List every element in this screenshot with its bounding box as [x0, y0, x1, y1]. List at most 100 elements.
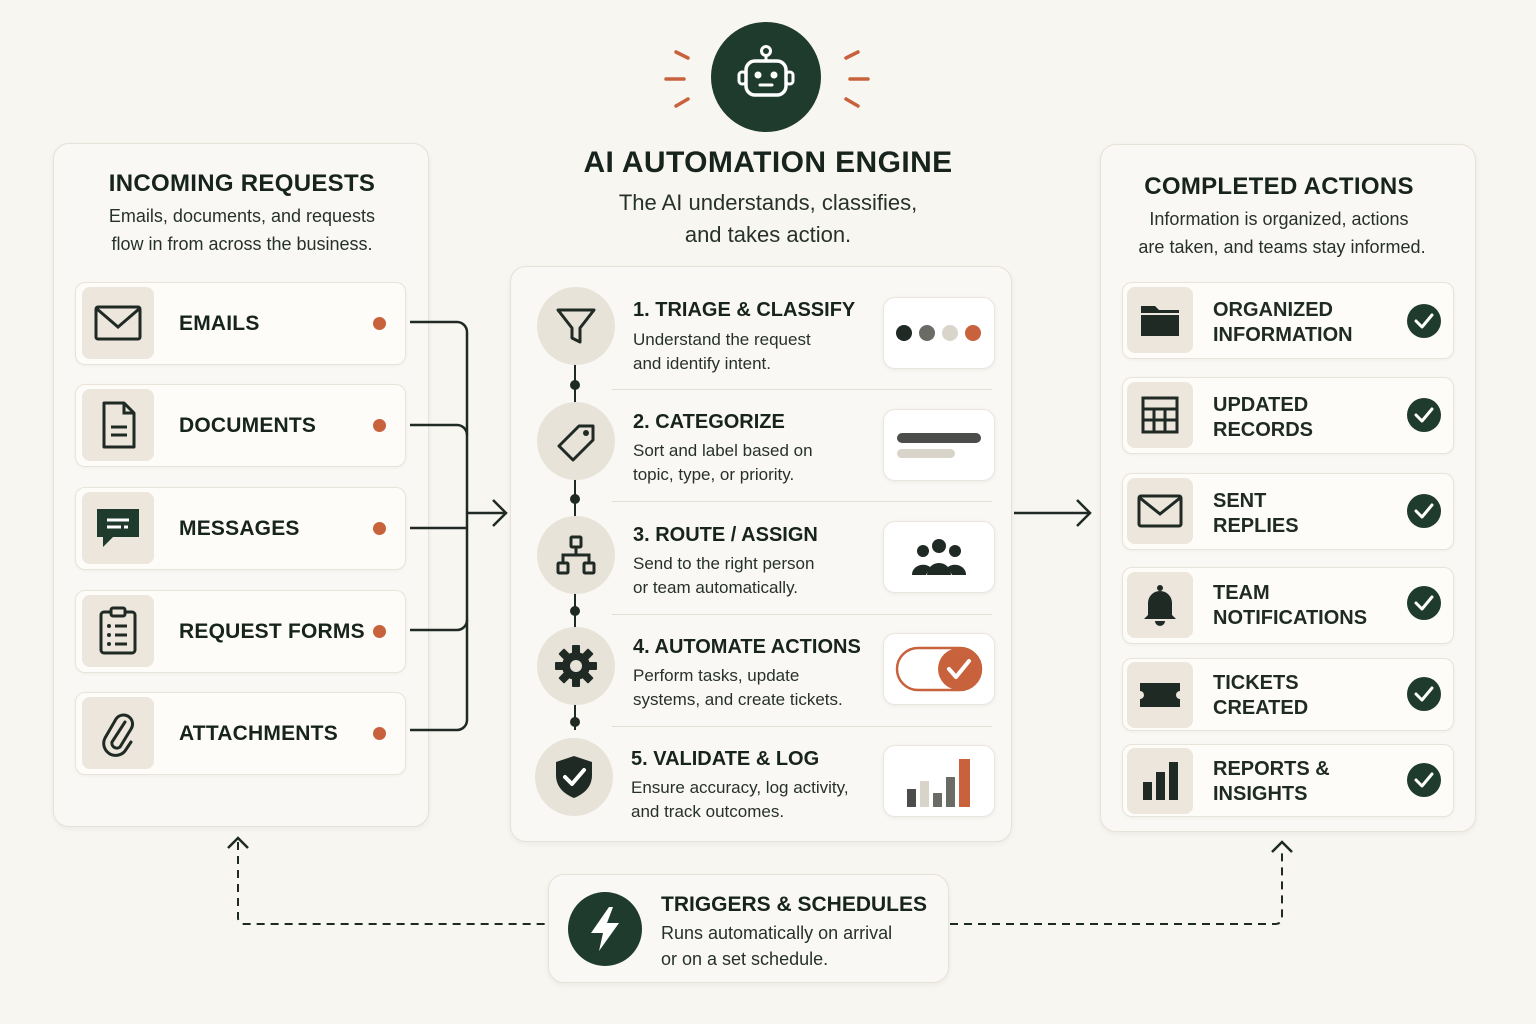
funnel-icon	[537, 287, 615, 365]
triggers-desc-1: Runs automatically on arrival	[661, 923, 893, 943]
incoming-item-label: DOCUMENTS	[179, 414, 317, 437]
check-icon	[1407, 677, 1441, 711]
completed-item-tickets-created[interactable]: TICKETS CREATED	[1122, 658, 1454, 731]
team-icon	[910, 537, 968, 577]
step-desc-2: and identify intent.	[633, 354, 771, 373]
step-title: 3. ROUTE / ASSIGN	[633, 524, 818, 546]
step-divider	[612, 726, 992, 727]
label-line-1: UPDATED	[1213, 394, 1309, 416]
step-desc-1: Understand the request	[633, 330, 811, 349]
lightning-icon	[568, 892, 642, 966]
incoming-item-request-forms[interactable]: REQUEST FORMS	[75, 590, 406, 673]
folder-icon	[1127, 287, 1193, 353]
label-line-2: REPLIES	[1213, 515, 1299, 537]
completed-item-label: SENT REPLIES	[1213, 489, 1299, 539]
engine-subtitle-2: and takes action.	[684, 222, 852, 247]
label-line-2: CREATED	[1213, 697, 1309, 719]
check-icon	[1407, 304, 1441, 338]
engine-subtitle-1: The AI understands, classifies,	[618, 190, 918, 215]
step-desc-1: Ensure accuracy, log activity,	[631, 778, 849, 797]
classification-dots-card	[883, 297, 995, 369]
label-line-1: SENT	[1213, 490, 1267, 512]
step-title: 2. CATEGORIZE	[633, 411, 785, 433]
incoming-item-attachments[interactable]: ATTACHMENTS	[75, 692, 406, 775]
completed-item-reports-insights[interactable]: REPORTS & INSIGHTS	[1122, 744, 1454, 817]
trigger-feedback-lines	[227, 836, 1293, 925]
triggers-title: TRIGGERS & SCHEDULES	[661, 893, 928, 916]
engine-title: AI AUTOMATION ENGINE	[583, 146, 953, 179]
completed-item-label: TICKETS CREATED	[1213, 671, 1308, 721]
step-divider	[612, 614, 992, 615]
check-icon	[1407, 494, 1441, 528]
form-icon	[82, 595, 154, 667]
label-line-2: RECORDS	[1213, 419, 1314, 441]
incoming-item-label: MESSAGES	[179, 517, 300, 540]
shield-check-icon	[535, 738, 613, 816]
status-dot	[373, 317, 386, 330]
step-desc-2: and track outcomes.	[631, 802, 785, 821]
step-desc-1: Send to the right person	[633, 554, 815, 573]
completed-sub-1: Information is organized, actions	[1149, 209, 1409, 229]
spark-lines-right	[844, 50, 870, 108]
incoming-sub-1: Emails, documents, and requests	[108, 206, 376, 226]
step-divider	[612, 501, 992, 502]
completed-sub-2: are taken, and teams stay informed.	[1138, 237, 1426, 257]
completed-item-sent-replies[interactable]: SENT REPLIES	[1122, 473, 1454, 550]
status-dot	[373, 625, 386, 638]
completed-item-label: REPORTS & INSIGHTS	[1213, 757, 1330, 807]
hierarchy-icon	[537, 516, 615, 594]
step-divider	[612, 389, 992, 390]
label-line-1: TICKETS	[1213, 672, 1299, 694]
toggle-switch[interactable]	[895, 646, 983, 692]
bar-chart-card	[883, 745, 995, 817]
label-bars-card	[883, 409, 995, 481]
label-line-1: REPORTS &	[1213, 758, 1330, 780]
tag-icon	[537, 402, 615, 480]
bar-chart-icon	[1127, 748, 1193, 814]
check-icon	[1407, 398, 1441, 432]
ticket-icon	[1127, 662, 1193, 728]
completed-title: COMPLETED ACTIONS	[1144, 173, 1414, 200]
output-arrow	[1014, 499, 1092, 527]
robot-icon	[711, 22, 821, 132]
step-title: 5. VALIDATE & LOG	[631, 748, 820, 770]
spark-lines-left	[664, 50, 690, 108]
step-desc-2: topic, type, or priority.	[633, 465, 795, 484]
step-desc-2: systems, and create tickets.	[633, 690, 843, 709]
completed-item-label: UPDATED RECORDS	[1213, 393, 1313, 443]
check-icon	[1407, 763, 1441, 797]
label-line-2: INFORMATION	[1213, 324, 1353, 346]
incoming-item-label: REQUEST FORMS	[179, 620, 365, 643]
bell-icon	[1127, 572, 1193, 638]
document-icon	[82, 389, 154, 461]
triggers-desc-2: or on a set schedule.	[661, 949, 829, 969]
check-icon	[1407, 586, 1441, 620]
paperclip-icon	[82, 697, 154, 769]
label-line-1: TEAM	[1213, 582, 1270, 604]
label-line-2: NOTIFICATIONS	[1213, 607, 1368, 629]
step-desc-1: Perform tasks, update	[633, 666, 800, 685]
triggers-schedules-box: TRIGGERS & SCHEDULES Runs automatically …	[548, 874, 949, 983]
envelope-icon	[82, 287, 154, 359]
step-desc-1: Sort and label based on	[633, 441, 813, 460]
completed-item-label: ORGANIZED INFORMATION	[1213, 298, 1353, 348]
completed-item-team-notifications[interactable]: TEAM NOTIFICATIONS	[1122, 567, 1454, 644]
incoming-sub-2: flow in from across the business.	[111, 234, 373, 254]
completed-item-label: TEAM NOTIFICATIONS	[1213, 581, 1367, 631]
completed-item-updated-records[interactable]: UPDATED RECORDS	[1122, 377, 1454, 454]
incoming-item-label: EMAILS	[179, 312, 260, 335]
incoming-item-documents[interactable]: DOCUMENTS	[75, 384, 406, 467]
incoming-item-emails[interactable]: EMAILS	[75, 282, 406, 365]
status-dot	[373, 727, 386, 740]
label-line-1: ORGANIZED	[1213, 299, 1333, 321]
toggle-card	[883, 633, 995, 705]
label-line-2: INSIGHTS	[1213, 783, 1308, 805]
completed-item-organized-information[interactable]: ORGANIZED INFORMATION	[1122, 282, 1454, 359]
table-icon	[1127, 382, 1193, 448]
incoming-item-label: ATTACHMENTS	[179, 722, 338, 745]
step-title: 1. TRIAGE & CLASSIFY	[633, 299, 856, 321]
incoming-title: INCOMING REQUESTS	[108, 170, 376, 197]
step-title: 4. AUTOMATE ACTIONS	[633, 636, 861, 658]
incoming-connector-lines	[410, 320, 508, 732]
incoming-item-messages[interactable]: MESSAGES	[75, 487, 406, 570]
